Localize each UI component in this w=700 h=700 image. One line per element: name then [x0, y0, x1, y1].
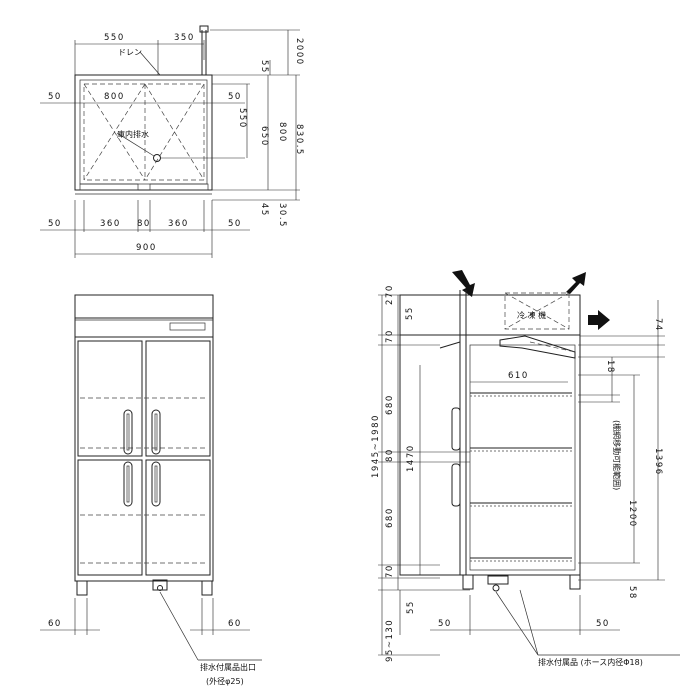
top-view-inner: [79, 79, 208, 185]
dim-360-b1: 360: [100, 219, 121, 229]
dim-270: 270: [385, 284, 395, 305]
leg: [201, 580, 213, 596]
handle-icon: [151, 461, 161, 507]
dim-680-b: 680: [385, 507, 395, 528]
dim-55-side-top: 55: [405, 306, 415, 320]
dim-50-right: 50: [228, 92, 242, 102]
top-view-interior-outline: [83, 83, 205, 181]
front-view: 60 60 排水付属品出口 (外径φ25): [40, 294, 262, 686]
dim-800-h: 800: [104, 92, 125, 102]
dim-50-side-right: 50: [596, 619, 610, 629]
side-handle: [451, 463, 461, 507]
dim-550-v: 550: [237, 108, 247, 129]
dim-360-b2: 360: [168, 219, 189, 229]
dim-60-right: 60: [228, 619, 242, 629]
handle-icon: [123, 461, 133, 507]
door-top-right: [145, 340, 211, 457]
handle-icon: [151, 409, 161, 455]
dim-45: 45: [259, 203, 269, 217]
dim-55-top: 55: [259, 60, 269, 74]
dim-30-5: 30.5: [277, 203, 287, 228]
top-view: 550 350 ドレン 55 2000 550 650 800 830.5 45…: [40, 25, 304, 258]
cooling-unit: [504, 292, 570, 330]
dim-350-top: 350: [174, 33, 195, 43]
dim-550-top: 550: [104, 33, 125, 43]
side-handle: [451, 407, 461, 451]
dim-1945-1980: 1945~1980: [371, 414, 381, 478]
dim-55-bottom: 55: [406, 600, 416, 614]
air-in-arrow-icon: [452, 270, 475, 297]
dim-18: 18: [605, 360, 615, 374]
dim-680-a: 680: [385, 394, 395, 415]
cooler-label: 冷 凍 機: [517, 310, 546, 320]
dim-70-top: 70: [385, 329, 395, 343]
control-panel: [169, 322, 206, 331]
front-top-panel: [74, 294, 214, 338]
leg: [76, 580, 88, 596]
leg: [569, 574, 581, 590]
dim-830-5: 830.5: [294, 124, 304, 156]
dim-80-b: 80: [137, 219, 151, 229]
air-out-arrow-icon: [566, 272, 586, 294]
dim-900: 900: [136, 243, 157, 253]
dim-60-left: 60: [48, 619, 62, 629]
dim-50-left: 50: [48, 92, 62, 102]
side-view: 冷 凍 機: [371, 270, 680, 667]
hose-accessory-label: 排水付属品 (ホース内径Φ18): [538, 657, 643, 667]
dim-50-b1: 50: [48, 219, 62, 229]
dim-58: 58: [627, 586, 637, 600]
side-cabinet: [399, 334, 581, 576]
exhaust-arrow-icon: [588, 310, 610, 330]
dim-74: 74: [653, 318, 663, 332]
dim-1200: 1200: [627, 500, 637, 528]
dim-650: 650: [259, 126, 269, 147]
door-top-left: [77, 340, 143, 457]
dim-70-bottom: 70: [385, 564, 395, 578]
shelf-range-label: (棚網移動可能範囲): [612, 420, 622, 490]
dim-1396: 1396: [653, 448, 663, 476]
top-view-body: [74, 74, 213, 191]
evaporator: [499, 335, 576, 359]
drain-outlet-sub: (外径φ25): [206, 676, 244, 686]
dim-95-130: 95~130: [385, 619, 395, 662]
dim-50-side-left: 50: [438, 619, 452, 629]
dim-80-side: 80: [385, 448, 395, 462]
shelves: [470, 392, 572, 562]
drain-outlet-label: 排水付属品出口: [200, 662, 256, 672]
dim-1470: 1470: [406, 444, 416, 472]
hose-accessory: [487, 575, 509, 585]
door-bottom-right: [145, 459, 211, 576]
leg: [462, 574, 474, 590]
dim-800-v: 800: [277, 122, 287, 143]
door-bottom-left: [77, 459, 143, 576]
handle-icon: [123, 409, 133, 455]
front-cabinet: [74, 336, 214, 582]
dim-610: 610: [508, 371, 529, 381]
drain-label: ドレン: [118, 48, 142, 57]
dim-2000: 2000: [294, 38, 304, 66]
interior-drain-label: 庫内排水: [117, 129, 149, 139]
dim-50-b2: 50: [228, 219, 242, 229]
